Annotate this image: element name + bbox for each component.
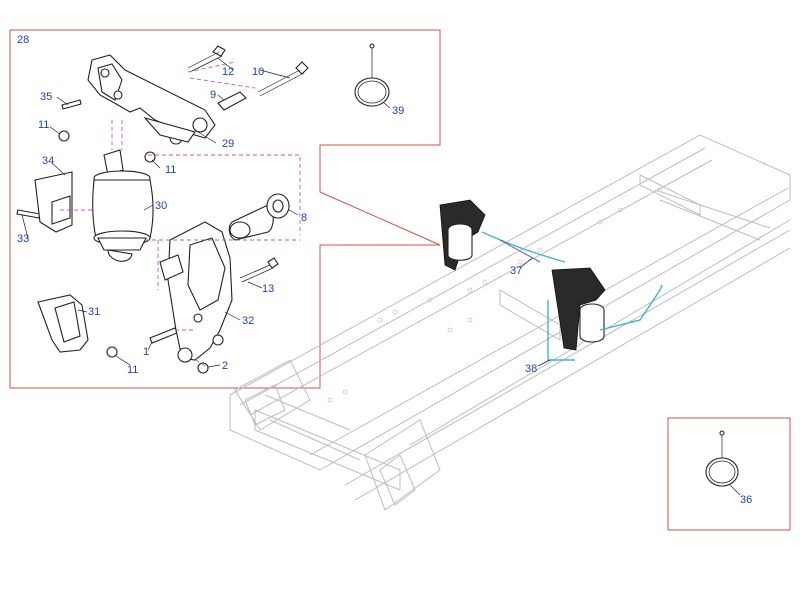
callout-8: 8	[301, 212, 307, 224]
air-spring-30	[92, 149, 154, 262]
callout-32: 32	[242, 315, 254, 327]
callout-labels: 28 12 10 35 9 11 29 34 11 30 8 33 13 31 …	[17, 34, 752, 506]
callout-12: 12	[222, 66, 234, 78]
callout-30: 30	[155, 200, 167, 212]
assembly-guides	[60, 61, 301, 367]
callout-39: 39	[392, 105, 404, 117]
callout-11-bottom: 11	[127, 364, 138, 376]
callout-11-top: 11	[38, 119, 49, 131]
group-number-28: 28	[17, 34, 29, 46]
clamp-36	[705, 430, 739, 487]
clamp-detail-box-36	[667, 417, 791, 531]
callout-29: 29	[222, 138, 234, 150]
upper-bracket-assembly	[87, 54, 216, 145]
bracket-31	[37, 294, 89, 353]
callout-38: 38	[525, 363, 537, 375]
lower-bracket-assembly	[159, 193, 290, 363]
bolts-and-pins	[16, 45, 309, 374]
callout-35: 35	[40, 91, 52, 103]
callout-34: 34	[42, 155, 54, 167]
callout-9: 9	[210, 89, 216, 101]
callout-37: 37	[510, 265, 522, 277]
leader-lines	[21, 57, 741, 496]
clamp-39	[354, 43, 390, 107]
callout-2: 2	[222, 360, 228, 372]
callout-33: 33	[17, 233, 29, 245]
callout-11-mid: 11	[165, 164, 176, 176]
callout-10: 10	[252, 66, 264, 78]
chassis-frame	[229, 134, 791, 511]
callout-31: 31	[88, 306, 100, 318]
callout-1: 1	[143, 346, 149, 358]
detail-callout-boxes	[9, 29, 791, 531]
callout-36: 36	[740, 494, 752, 506]
exploded-view-box	[9, 29, 441, 389]
heat-shield-34	[34, 171, 73, 233]
callout-13: 13	[262, 283, 274, 295]
